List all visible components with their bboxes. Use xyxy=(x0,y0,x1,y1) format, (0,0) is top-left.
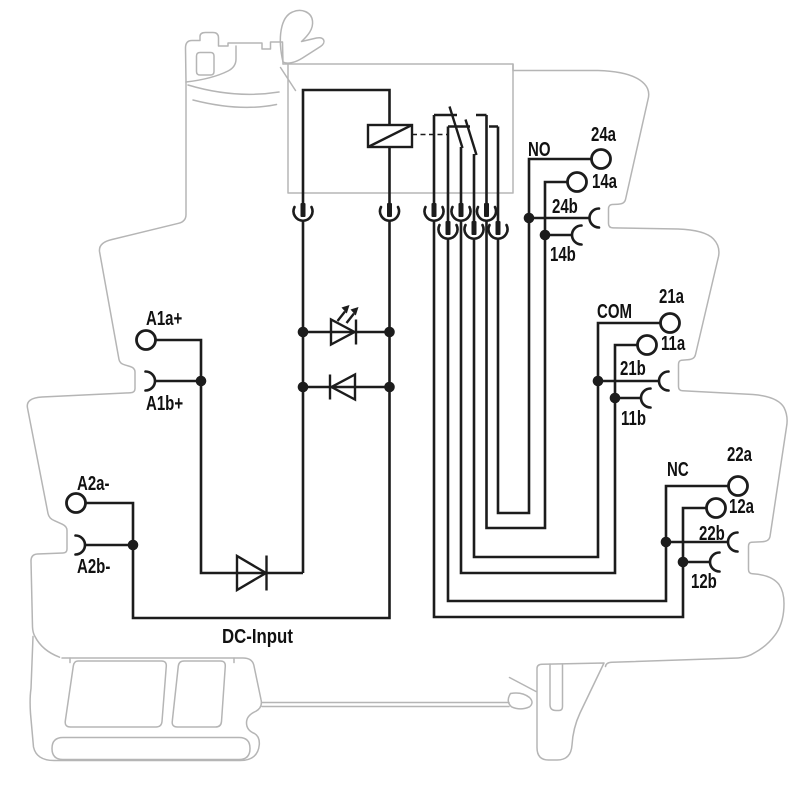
label-14a: 14a xyxy=(592,170,618,193)
housing-left-profile xyxy=(26,81,187,658)
junction-dots xyxy=(127,212,689,568)
label-24b: 24b xyxy=(552,195,578,218)
rail-edge-tab xyxy=(507,676,537,710)
label-11a: 11a xyxy=(661,332,686,355)
wire-clamp-icons-row2 xyxy=(437,221,509,241)
housing-right-profile xyxy=(282,63,788,668)
changeover-contact-icon xyxy=(432,106,500,222)
foot-outline xyxy=(29,635,263,762)
label-no: NO xyxy=(527,138,551,161)
bottom-hook-outline xyxy=(536,662,605,761)
clamp-12b xyxy=(708,551,721,573)
input-diode-icon xyxy=(235,553,269,593)
terminal-a2a xyxy=(65,492,87,514)
housing-top-curves xyxy=(187,66,297,109)
terminal-14a xyxy=(566,171,588,193)
no-wire-24 xyxy=(496,157,591,515)
coil-wire-a2-side xyxy=(85,221,391,620)
label-a1b: A1b+ xyxy=(146,392,184,415)
nc-wire-22 xyxy=(446,239,728,603)
terminal-24a xyxy=(590,148,612,170)
wire-clamp-icons-row1 xyxy=(292,203,498,223)
din-clip-detail xyxy=(185,45,237,83)
din-rail-lines xyxy=(261,701,510,708)
label-22a: 22a xyxy=(727,443,753,466)
label-12a: 12a xyxy=(729,495,755,518)
label-nc: NC xyxy=(667,458,689,481)
coil-wire-left xyxy=(301,88,391,204)
foot-ticks xyxy=(69,657,235,664)
label-24a: 24a xyxy=(591,123,617,146)
terminal-a1a xyxy=(135,329,157,351)
clamp-a1b xyxy=(144,370,157,392)
din-rail-housing-outline xyxy=(26,9,788,762)
foot-slot-left xyxy=(64,660,168,728)
bottom-hook-detail xyxy=(549,663,564,712)
relay-coil-icon xyxy=(366,123,414,149)
terminal-12a xyxy=(705,497,727,519)
inner-compartment-box xyxy=(287,63,514,194)
label-21b: 21b xyxy=(620,357,646,380)
b-terminal-clamp-icons xyxy=(74,207,739,573)
label-12b: 12b xyxy=(691,570,717,593)
foot-bar xyxy=(51,736,251,761)
clamp-11b xyxy=(639,387,652,409)
led-icon xyxy=(329,305,359,347)
a-terminal-circle-icons xyxy=(65,148,749,519)
clamp-a2b xyxy=(74,534,87,556)
release-lever-hook xyxy=(279,9,325,64)
label-a1a: A1a+ xyxy=(146,307,183,330)
din-clip-hole xyxy=(195,51,215,76)
label-com: COM xyxy=(597,300,633,323)
clamp-24b xyxy=(588,207,601,229)
terminal-11a xyxy=(636,334,658,356)
contact-blade xyxy=(448,106,478,156)
label-a2a: A2a- xyxy=(77,472,110,495)
label-14b: 14b xyxy=(550,243,576,266)
com-wire-21 xyxy=(472,239,660,559)
clamp-22b xyxy=(726,531,739,553)
diode-icon xyxy=(328,372,357,402)
label-21a: 21a xyxy=(659,285,685,308)
terminal-22a xyxy=(727,475,749,497)
clamp-14b xyxy=(570,224,583,246)
din-clip-outline xyxy=(184,31,284,83)
foot-slot-right xyxy=(171,660,227,728)
label-22b: 22b xyxy=(699,522,725,545)
label-11b: 11b xyxy=(621,407,647,430)
clamp-21b xyxy=(657,370,670,392)
label-a2b: A2b- xyxy=(77,555,111,578)
label-dc-input: DC-Input xyxy=(222,625,293,648)
circuit xyxy=(65,88,749,620)
terminal-21a xyxy=(659,312,681,334)
a1-wire xyxy=(155,338,303,575)
